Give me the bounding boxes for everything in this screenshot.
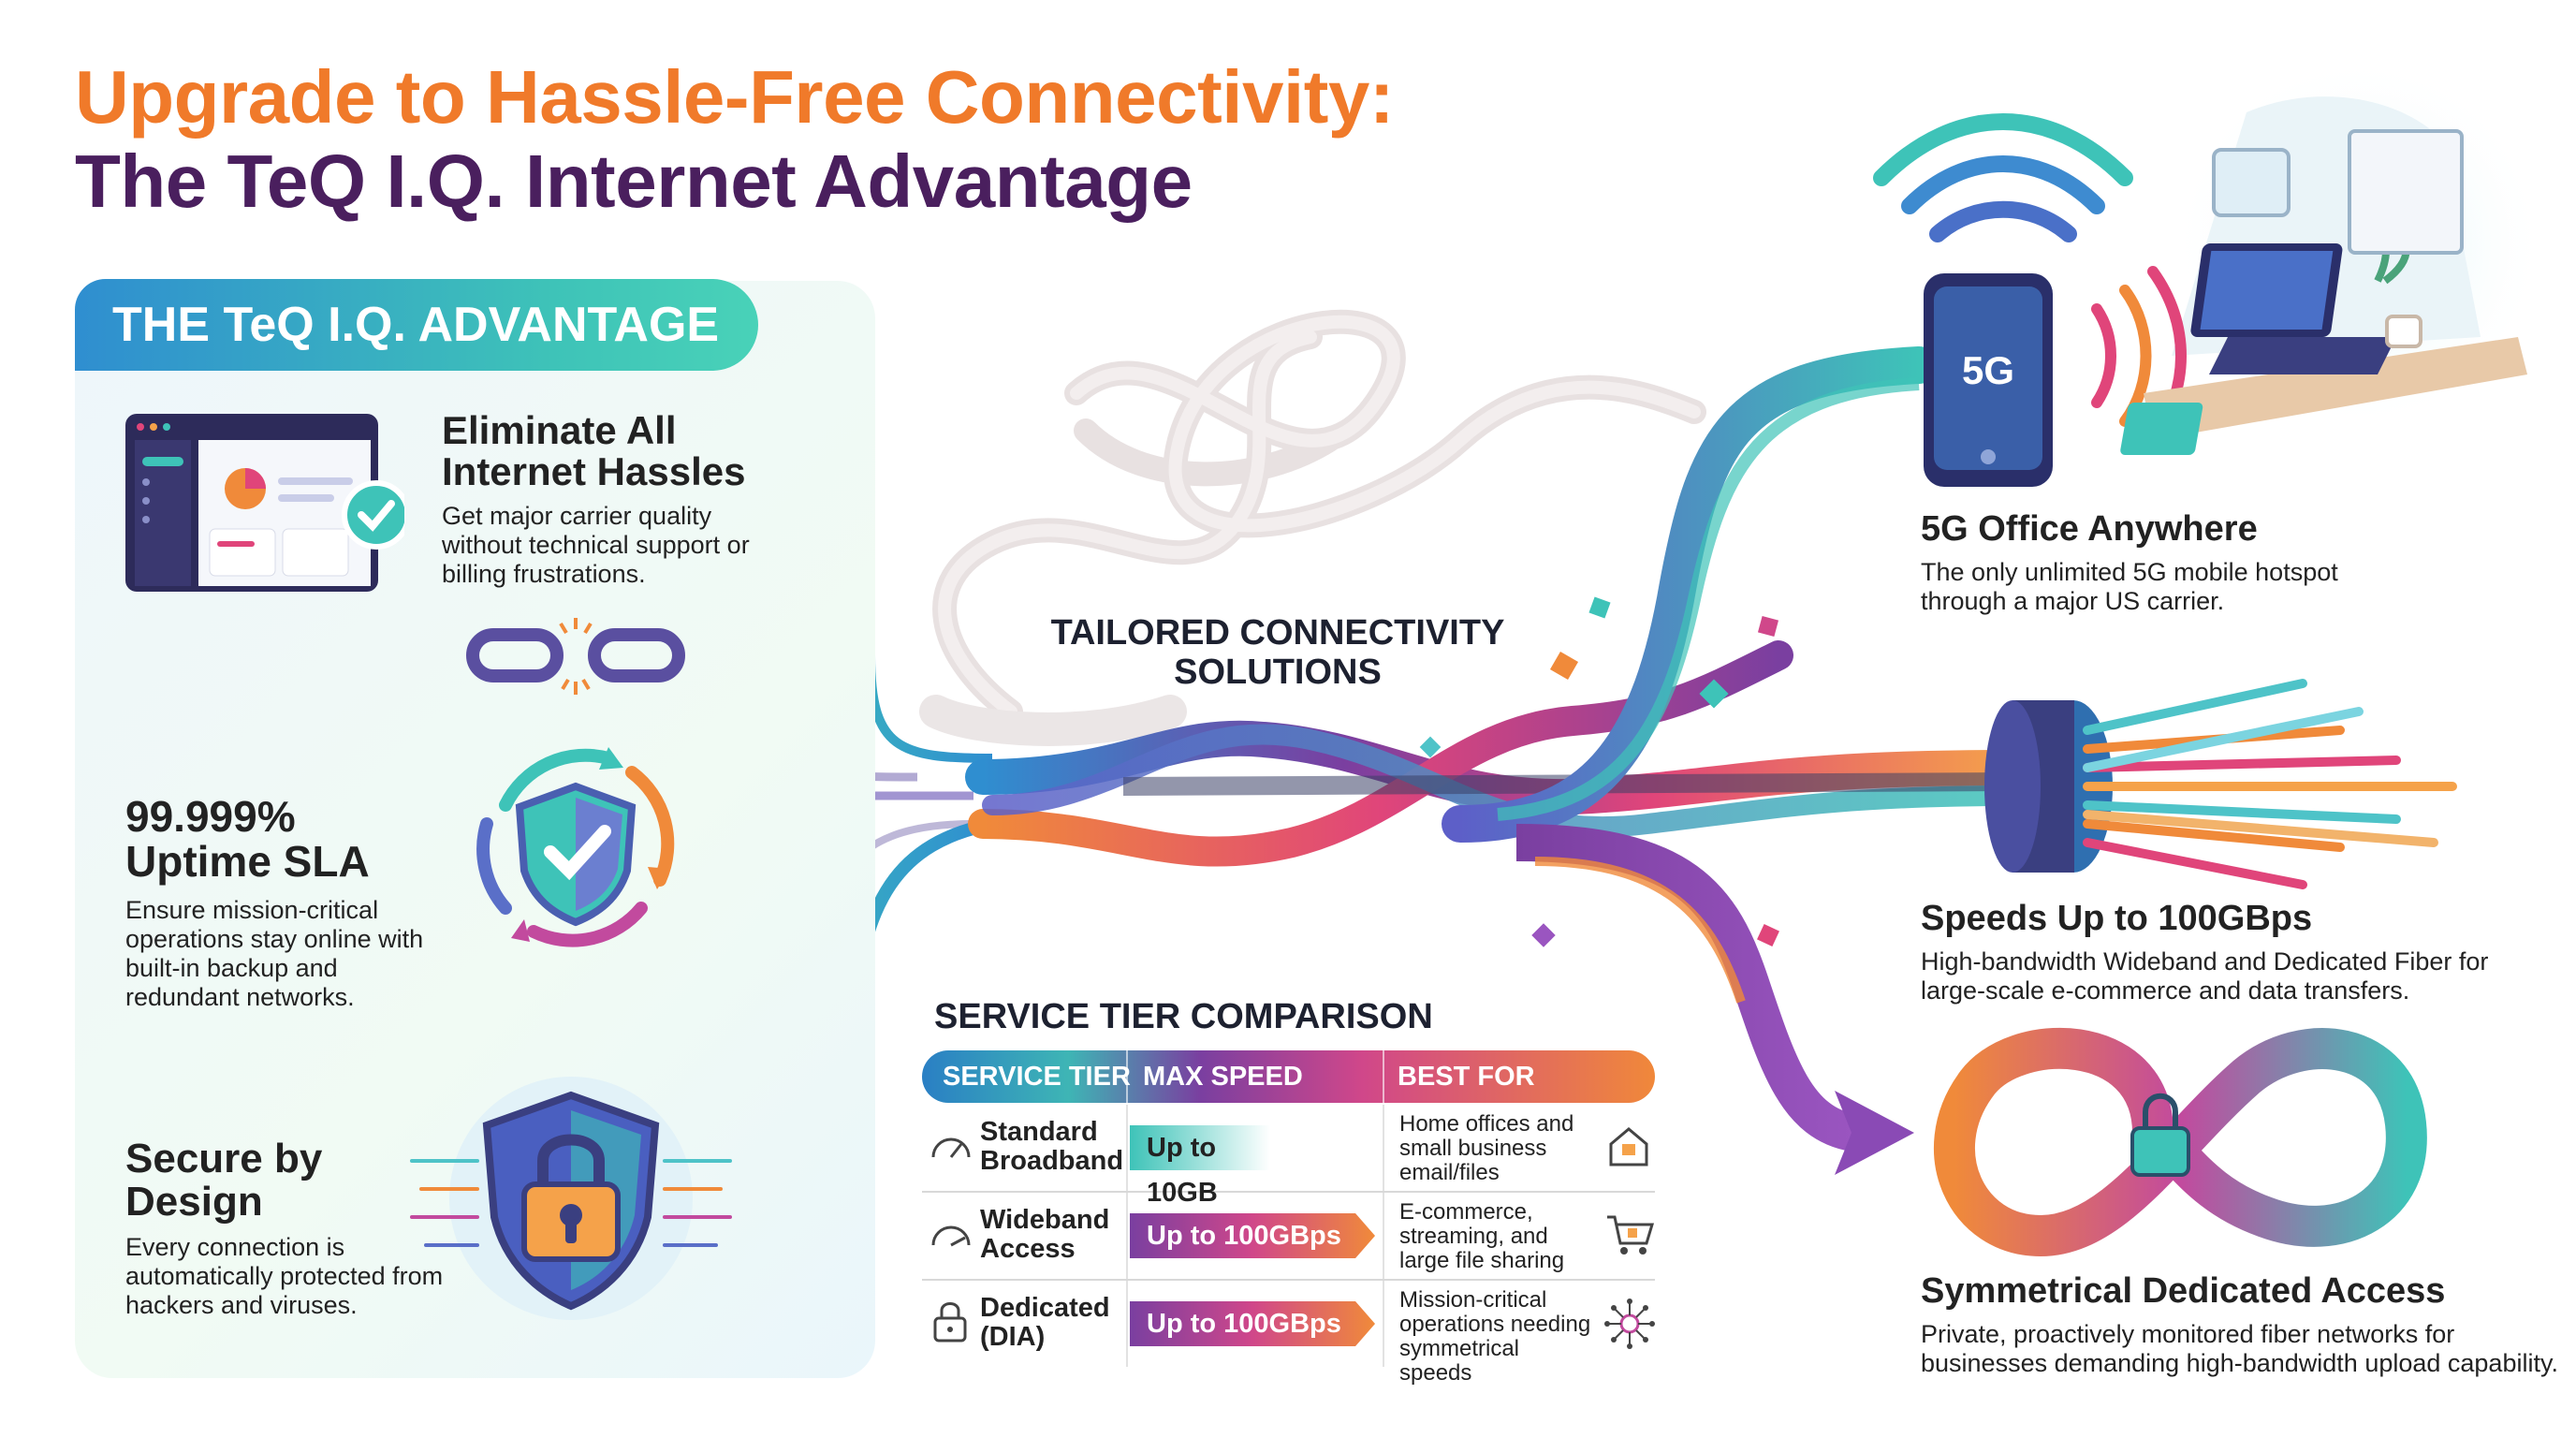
feature-5g-text: The only unlimited 5G mobile hotspot thr… bbox=[1921, 558, 2338, 615]
cart-icon bbox=[1607, 1215, 1655, 1255]
gauge-icon bbox=[931, 1225, 971, 1247]
header-max-speed: MAX SPEED bbox=[1143, 1062, 1303, 1092]
uptime-shield-icon bbox=[476, 747, 675, 947]
comparison-title: SERVICE TIER COMPARISON bbox=[934, 997, 1433, 1036]
broken-chain-icon bbox=[466, 618, 685, 695]
eliminate-hassles-text: Get major carrier quality without techni… bbox=[442, 502, 750, 588]
page-title-line1: Upgrade to Hassle-Free Connectivity: bbox=[75, 55, 1395, 139]
feature-speed-heading: Speeds Up to 100GBps bbox=[1921, 899, 2313, 938]
best-for-text: Mission-critical operations needing symm… bbox=[1399, 1287, 1591, 1386]
comparison-header: SERVICE TIER MAX SPEED BEST FOR bbox=[922, 1050, 1655, 1103]
feature-speed-text: High-bandwidth Wideband and Dedicated Fi… bbox=[1921, 947, 2489, 1005]
speed-value: Up to 100GBps bbox=[1130, 1301, 1375, 1346]
table-row: Wideband Access Up to 100GBps E-commerce… bbox=[922, 1193, 1655, 1281]
best-for-text: E-commerce, streaming, and large file sh… bbox=[1399, 1199, 1565, 1273]
house-icon bbox=[1609, 1127, 1648, 1167]
tier-name: Wideband Access bbox=[980, 1205, 1110, 1264]
secure-text: Every connection is automatically protec… bbox=[125, 1233, 444, 1319]
center-label: TAILORED CONNECTIVITY SOLUTIONS bbox=[1050, 613, 1505, 692]
tier-name: Dedicated (DIA) bbox=[980, 1293, 1110, 1352]
5g-badge-text: 5G bbox=[1962, 348, 2014, 392]
table-row: Standard Broadband Up to 10GB Home offic… bbox=[922, 1105, 1655, 1208]
feature-5g-heading: 5G Office Anywhere bbox=[1921, 509, 2258, 549]
header-service-tier: SERVICE TIER bbox=[943, 1062, 1131, 1092]
best-for-text: Home offices and small business email/fi… bbox=[1399, 1111, 1574, 1185]
lock-icon bbox=[933, 1302, 967, 1343]
speed-value: Up to 100GBps bbox=[1130, 1213, 1375, 1258]
header-best-for: BEST FOR bbox=[1398, 1062, 1535, 1092]
speed-value: Up to 10GB bbox=[1130, 1125, 1270, 1208]
eliminate-hassles-heading: Eliminate All Internet Hassles bbox=[442, 408, 746, 493]
dashboard-icon bbox=[125, 414, 404, 592]
uptime-text: Ensure mission-critical operations stay … bbox=[125, 896, 424, 1011]
advantage-tab: THE TeQ I.Q. ADVANTAGE bbox=[75, 279, 758, 371]
uptime-heading: 99.999% Uptime SLA bbox=[125, 792, 370, 886]
feature-symmetrical-text: Private, proactively monitored fiber net… bbox=[1921, 1320, 2558, 1377]
padlock-shield-icon bbox=[410, 1077, 732, 1320]
page-title-line2: The TeQ I.Q. Internet Advantage bbox=[75, 139, 1193, 223]
gauge-icon bbox=[931, 1137, 971, 1158]
feature-symmetrical-heading: Symmetrical Dedicated Access bbox=[1921, 1271, 2446, 1311]
secure-heading: Secure by Design bbox=[125, 1136, 323, 1225]
table-row: Dedicated (DIA) Up to 100GBps Mission-cr… bbox=[922, 1281, 1655, 1386]
tier-name: Standard Broadband bbox=[980, 1117, 1124, 1176]
network-icon bbox=[1604, 1299, 1655, 1349]
